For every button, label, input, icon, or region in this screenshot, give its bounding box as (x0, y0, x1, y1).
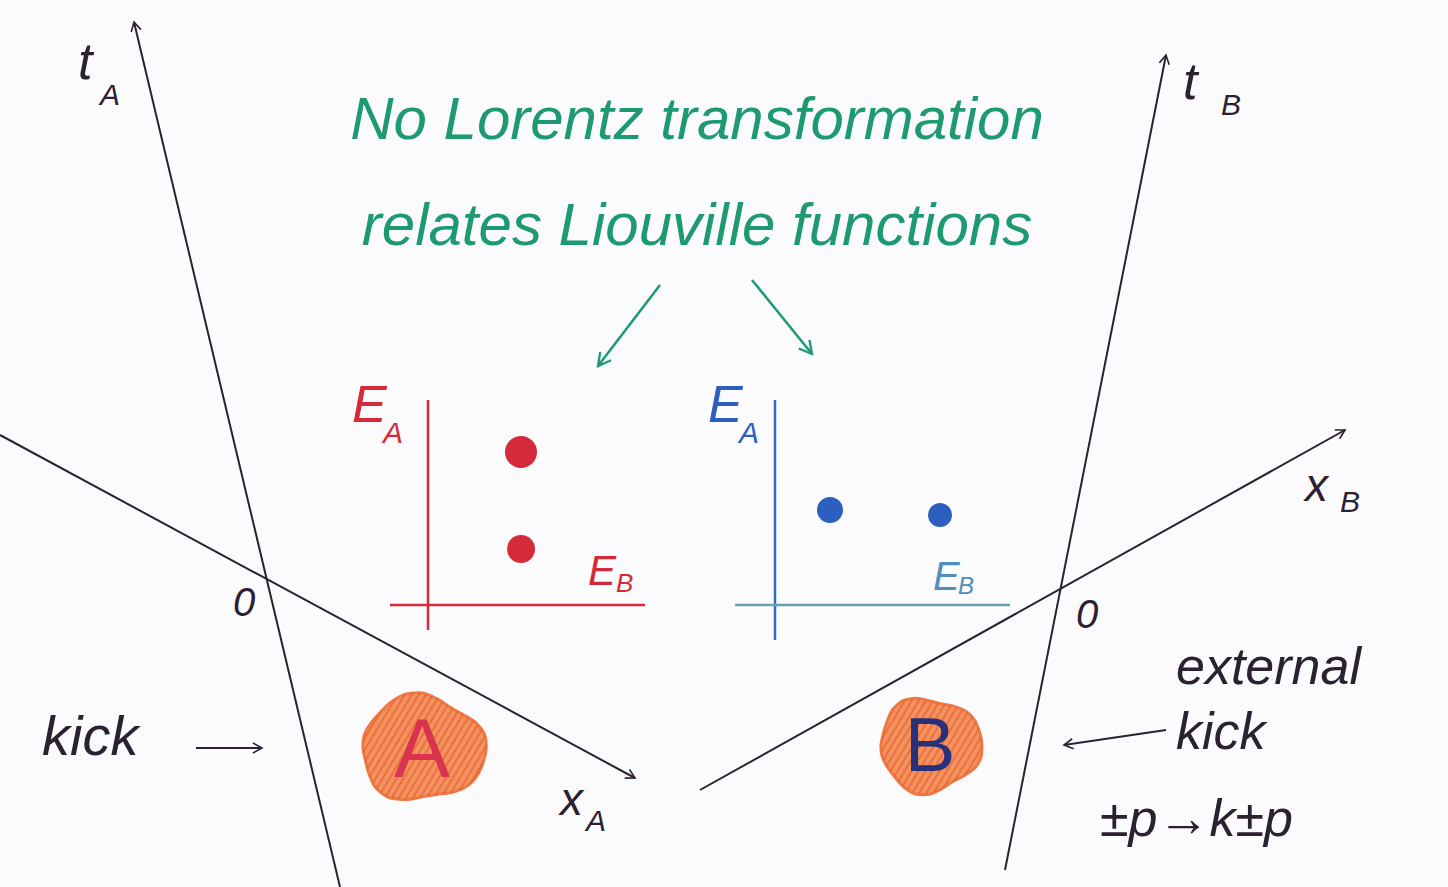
axis-subscript: B (1221, 90, 1241, 120)
energy-subscript: A (739, 418, 759, 448)
phase-point (928, 503, 952, 527)
hatch-stroke (874, 693, 875, 797)
phase-point (507, 535, 535, 563)
momentum-label: ±p→k±p (1100, 792, 1293, 844)
title-text: No Lorentz transformation relates Liouvi… (257, 66, 1137, 278)
origin-label: 0 (233, 582, 255, 622)
hatch-stroke (450, 691, 490, 806)
blob-hatch (355, 691, 490, 806)
plot-axis (390, 604, 645, 607)
axis-subscript: B (1340, 487, 1360, 517)
plot-axis (427, 400, 430, 630)
hatch-stroke (355, 691, 372, 806)
kick-arrow (1064, 730, 1166, 745)
phase-point (817, 497, 843, 523)
plot-axis (735, 604, 1010, 607)
hatch-stroke (457, 691, 490, 806)
axis-label: x (560, 776, 583, 822)
hatch-stroke (874, 693, 881, 797)
hatch-stroke (471, 691, 490, 806)
blob-hatch (874, 693, 986, 797)
axis-label: x (1305, 462, 1328, 508)
hatch-stroke (966, 693, 986, 797)
hatch-stroke (952, 693, 986, 797)
hatch-stroke (478, 691, 490, 806)
blob-letter: B (905, 707, 956, 783)
hatch-stroke (387, 691, 456, 806)
hatch-stroke (896, 693, 958, 797)
energy-label: E (933, 556, 960, 596)
axis-subscript: A (100, 80, 120, 110)
hatch-stroke (355, 691, 365, 806)
time-axis (1005, 55, 1166, 870)
hatch-stroke (355, 691, 379, 806)
kick-arrow (196, 747, 262, 749)
phase-point (505, 436, 537, 468)
kick-label: kick (42, 708, 138, 764)
energy-label: E (708, 378, 743, 430)
energy-subscript: A (383, 418, 403, 448)
energy-label: E (588, 550, 616, 592)
hatch-stroke (973, 693, 986, 797)
hatch-stroke (355, 691, 358, 806)
kick-label: external kick (1176, 634, 1416, 764)
pointer-arrow (598, 285, 660, 366)
time-axis (134, 22, 340, 887)
hatch-stroke (959, 693, 986, 797)
space-axis (0, 435, 635, 778)
axis-label: t (78, 35, 92, 87)
axis-label: t (1183, 55, 1197, 107)
energy-subscript: B (616, 570, 633, 596)
axis-subscript: A (586, 806, 606, 836)
origin-label: 0 (1076, 594, 1098, 634)
energy-label: E (352, 378, 387, 430)
hatch-stroke (980, 693, 986, 797)
hatch-stroke (464, 691, 490, 806)
hatch-stroke (485, 691, 490, 806)
energy-subscript: B (958, 574, 974, 598)
scribbled-blob: A (355, 691, 490, 806)
hatch-stroke (355, 691, 386, 806)
blob-letter: A (394, 706, 450, 790)
pointer-arrow (752, 280, 812, 354)
scribbled-blob: B (874, 693, 986, 797)
